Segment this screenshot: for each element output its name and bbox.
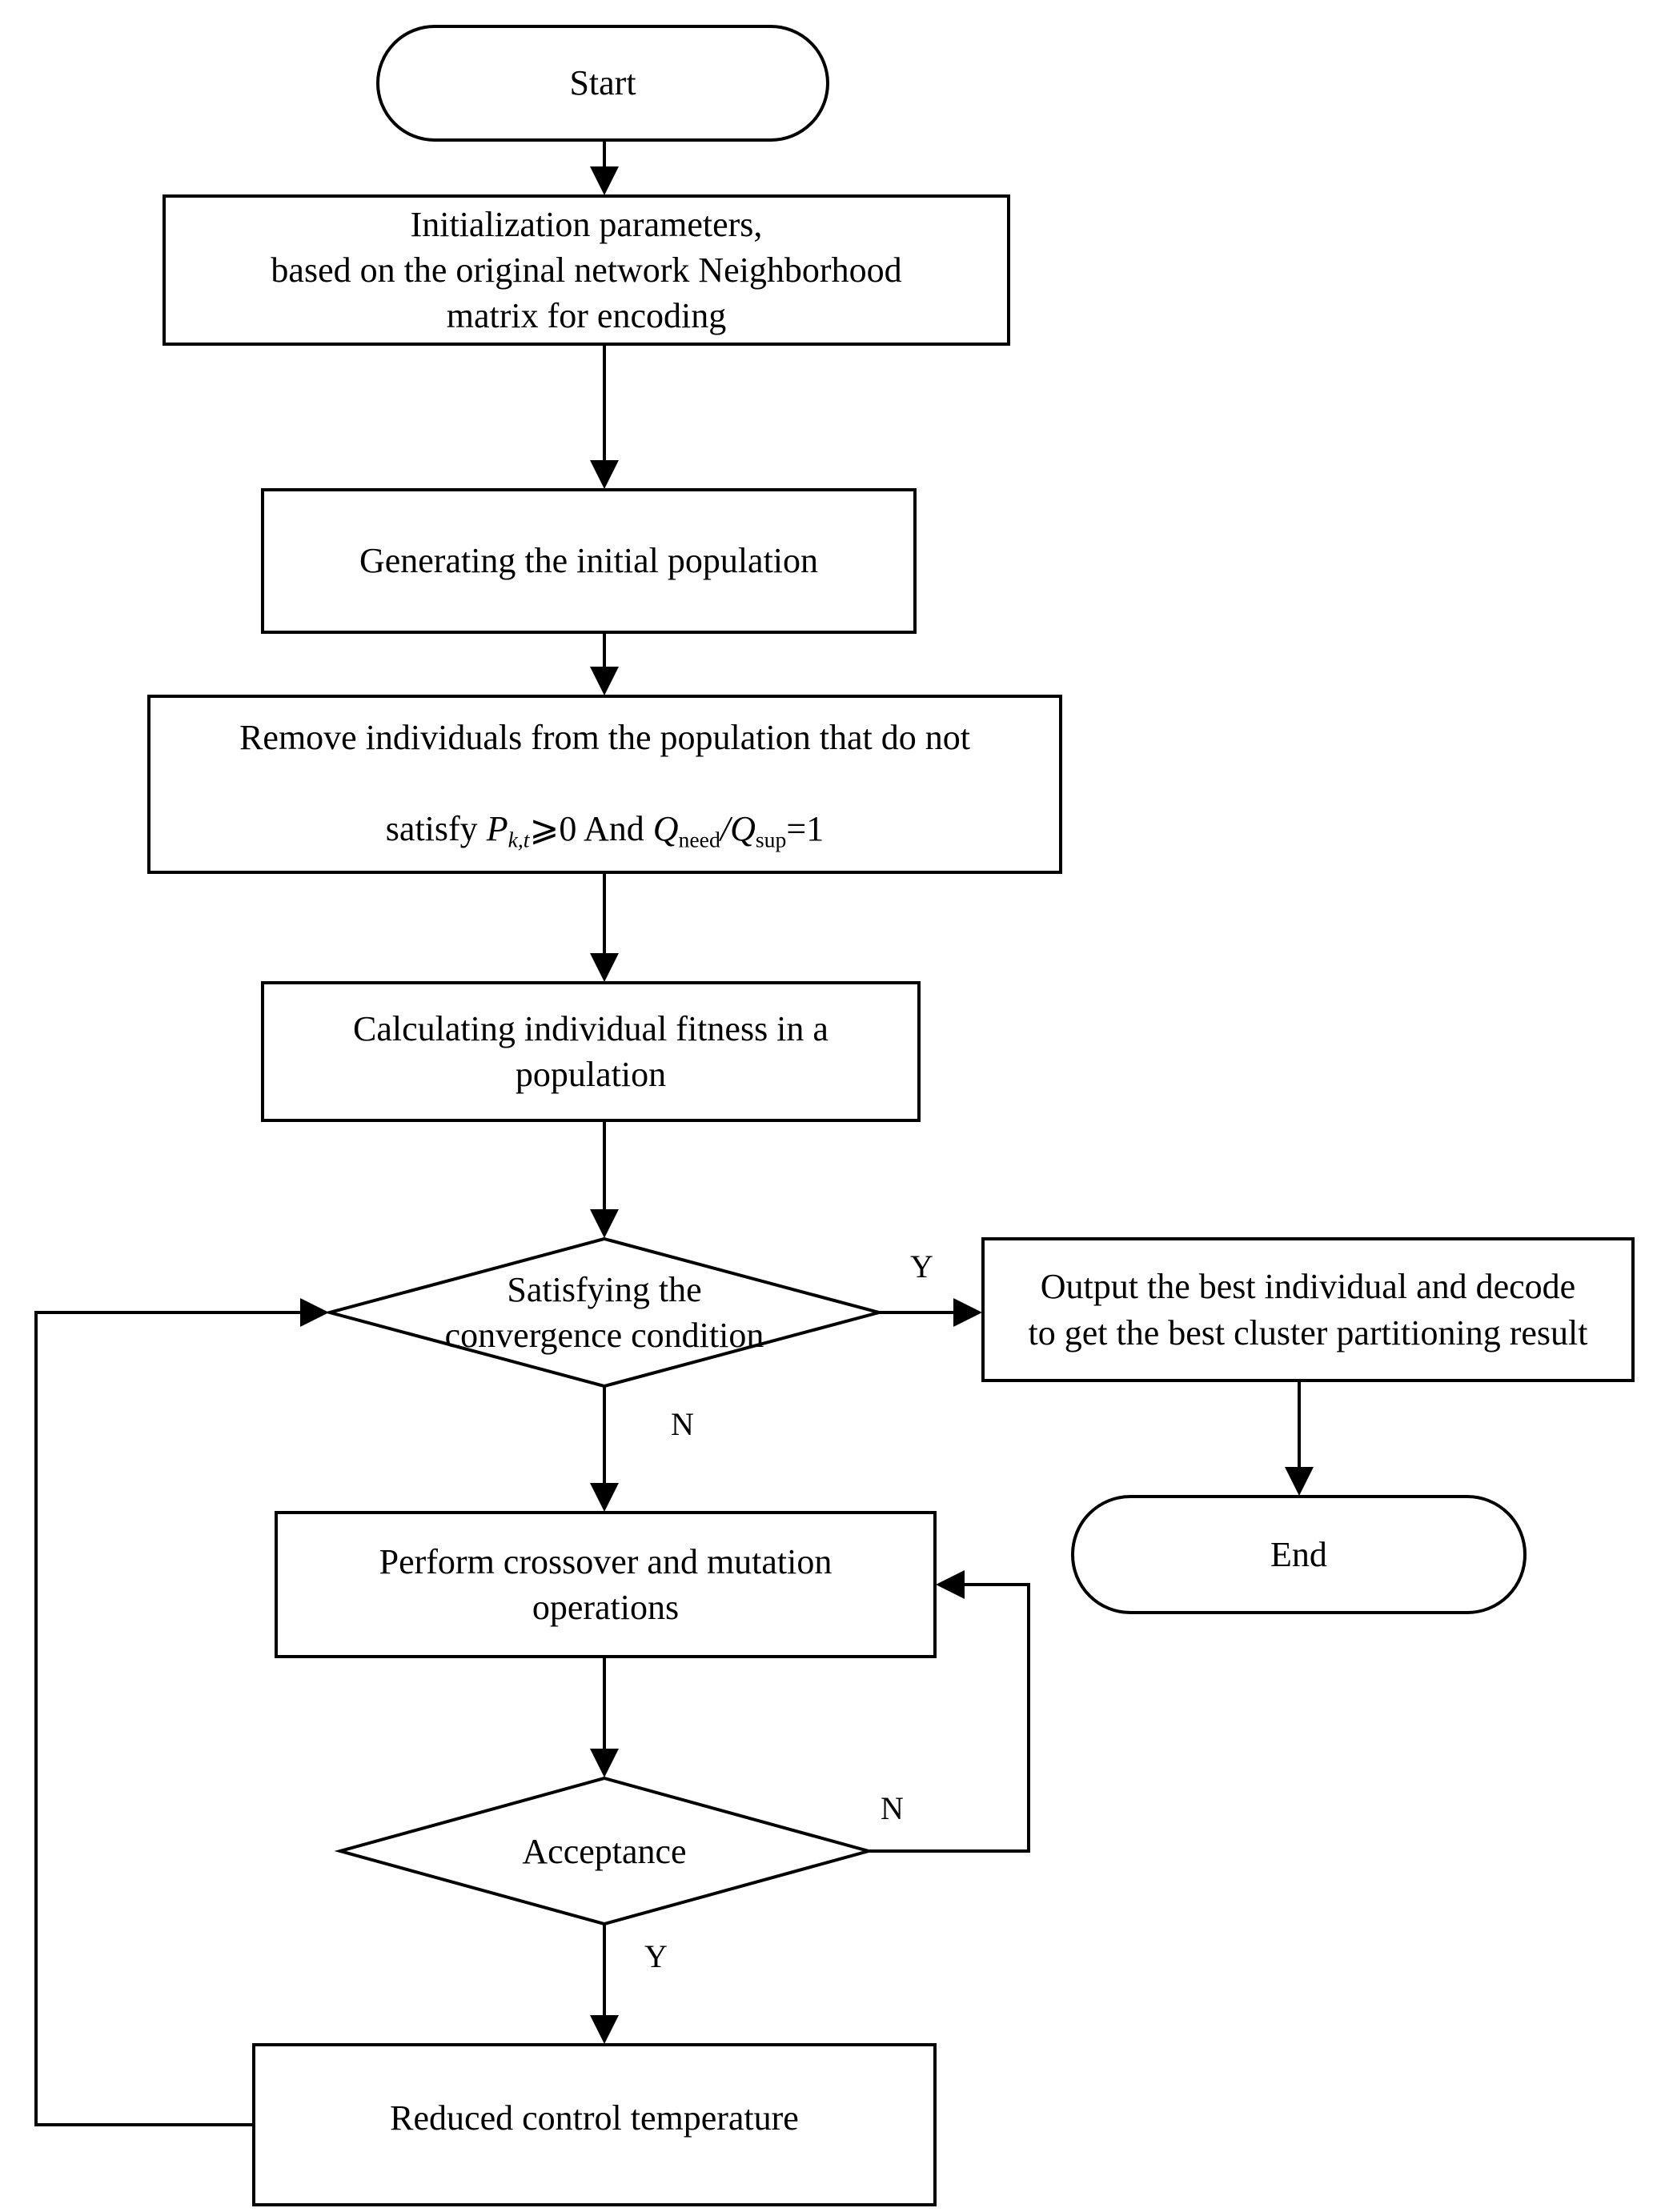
node-generate-population-shape bbox=[261, 488, 917, 634]
node-acceptance-decision-shape bbox=[334, 1776, 875, 1926]
node-crossover-mutation-shape bbox=[275, 1511, 937, 1658]
node-reduce-temperature-shape bbox=[252, 2043, 937, 2206]
node-convergence-decision-shape bbox=[323, 1236, 885, 1389]
node-output-best-shape bbox=[981, 1237, 1635, 1382]
edge-acceptance-no-loop-to-crossover bbox=[869, 1570, 1030, 1853]
edge-reduce-loop-to-convergence bbox=[34, 1298, 329, 2126]
node-initialization-shape bbox=[162, 194, 1010, 346]
node-end-shape bbox=[1071, 1495, 1527, 1614]
node-start-shape bbox=[376, 25, 829, 142]
node-calculate-fitness-shape bbox=[261, 981, 921, 1122]
node-remove-individuals-shape bbox=[147, 695, 1062, 874]
